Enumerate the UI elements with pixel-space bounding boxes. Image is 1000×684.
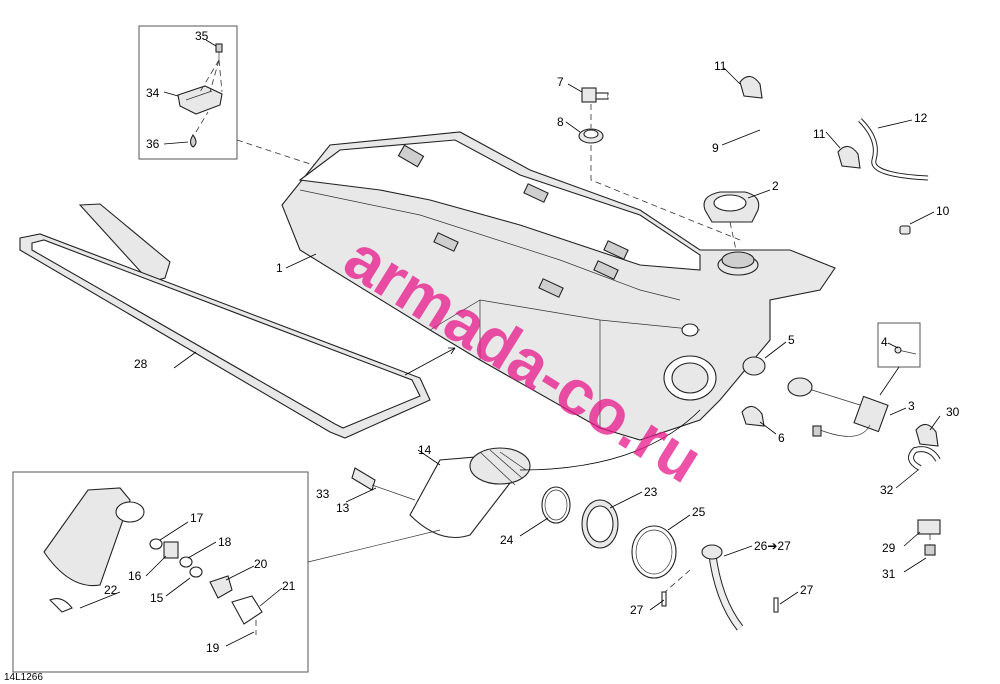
plate-21 <box>231 595 263 625</box>
callout-27b: 27 <box>800 583 814 597</box>
callout-16: 16 <box>128 569 142 583</box>
callout-21: 21 <box>282 579 296 593</box>
callout-29: 29 <box>882 541 896 555</box>
callout-9: 9 <box>712 141 719 155</box>
grommet-5 <box>742 356 766 376</box>
callout-2: 2 <box>772 179 779 193</box>
fuel-tank-1 <box>281 131 836 441</box>
callout-1: 1 <box>276 261 283 275</box>
bolt-31 <box>924 544 936 556</box>
callout-22: 22 <box>104 583 118 597</box>
callout-11a: 11 <box>714 59 727 73</box>
fuel-level-sensor-3 <box>787 377 889 437</box>
callout-25: 25 <box>692 505 706 519</box>
grommet-8 <box>578 128 604 144</box>
callout-24: 24 <box>500 533 514 547</box>
bracket-34 <box>177 85 223 115</box>
pin-27b <box>773 597 779 613</box>
fuel-pump-14 <box>409 447 531 539</box>
screw-35 <box>215 43 223 60</box>
callout-36: 36 <box>146 137 160 151</box>
o-ring-17 <box>149 538 163 550</box>
callout-31: 31 <box>882 567 896 581</box>
filter-16 <box>163 541 179 559</box>
callout-19: 19 <box>206 641 220 655</box>
valve-7 <box>581 87 609 103</box>
bracket-29 <box>917 519 941 535</box>
clip-11b <box>837 145 861 169</box>
plug-10 <box>899 225 911 235</box>
o-ring-18a <box>179 556 193 568</box>
callout-33: 33 <box>316 487 330 501</box>
callout-17: 17 <box>190 511 204 525</box>
o-ring-15 <box>189 566 203 578</box>
pin-27a <box>661 591 667 607</box>
dash-cap-to-neck <box>729 221 737 251</box>
callout-13: 13 <box>336 501 350 515</box>
clip-30 <box>915 423 939 447</box>
callout-20: 20 <box>254 557 268 571</box>
callout-12: 12 <box>914 111 928 125</box>
inset-box-pump <box>12 471 309 673</box>
callout-23: 23 <box>644 485 658 499</box>
arrow-pump-to-tank <box>519 409 701 471</box>
fuel-cap-2 <box>703 191 760 223</box>
arrow-inset-to-pump <box>307 529 441 563</box>
adhesive-drop-36 <box>189 134 197 148</box>
callout-32: 32 <box>880 483 894 497</box>
callout-10: 10 <box>936 204 950 218</box>
clamp-25 <box>631 525 677 579</box>
hose-12 <box>858 118 929 181</box>
callout-4: 4 <box>881 335 888 349</box>
inset-box-bracket <box>138 25 238 160</box>
callout-8: 8 <box>557 115 564 129</box>
outlet-hose-26 <box>701 544 744 631</box>
callout-34: 34 <box>146 86 160 100</box>
callout-30: 30 <box>946 405 960 419</box>
dash-valve-grommet-tank <box>590 104 741 241</box>
callout-11b: 11 <box>813 127 826 141</box>
callout-3: 3 <box>908 399 915 413</box>
regulator-20 <box>209 575 233 599</box>
drawing-code: 14L1266 <box>4 672 43 683</box>
callout-7: 7 <box>557 75 564 89</box>
vent-hose-9 <box>607 86 881 237</box>
clip-6 <box>741 405 765 427</box>
leader-lines <box>79 39 941 647</box>
callout-27a: 27 <box>630 603 644 617</box>
arrow-pad-to-tank <box>404 347 456 376</box>
clip-11a <box>739 75 763 99</box>
callout-18: 18 <box>218 535 232 549</box>
callout-6: 6 <box>778 431 785 445</box>
dash-35-34 <box>199 59 223 93</box>
callout-14: 14 <box>418 443 432 457</box>
pad-28 <box>19 203 431 439</box>
o-ring-24 <box>541 486 571 524</box>
callout-26: 26➔27 <box>754 539 791 553</box>
callout-35: 35 <box>195 29 209 43</box>
callout-5: 5 <box>788 333 795 347</box>
callout-28: 28 <box>134 357 148 371</box>
pump-body-inset <box>43 487 145 613</box>
callout-15: 15 <box>150 591 164 605</box>
